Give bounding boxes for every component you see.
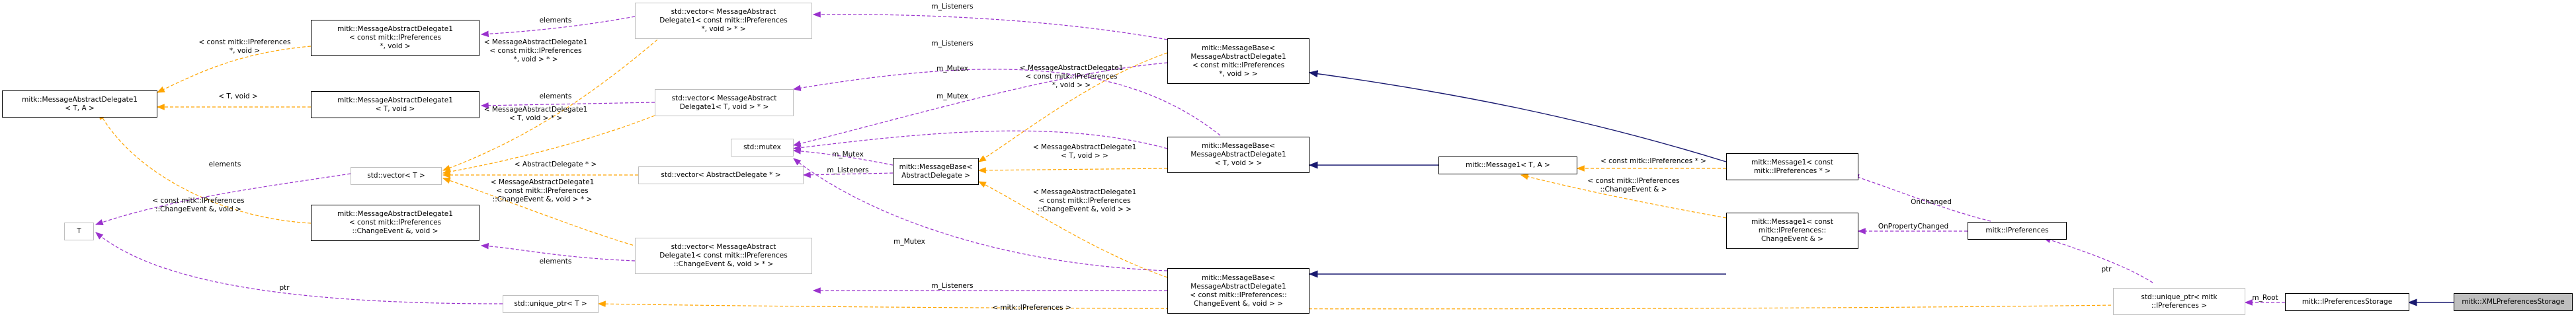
- edge-label-elements: elements: [539, 92, 572, 100]
- edge-label-template-vec-abstract: < AbstractDelegate * >: [514, 160, 597, 168]
- edge-mutex-abstract: [792, 148, 893, 166]
- edge-label-m-root: m_Root: [2252, 294, 2278, 302]
- edge-template-mad-const-ptr: [156, 46, 312, 93]
- edge-label-m-listeners: m_Listeners: [827, 166, 869, 174]
- node-t[interactable]: T: [64, 223, 94, 240]
- edge-template-vec-t-void: [442, 115, 655, 175]
- node-vector-mad-t-void[interactable]: std::vector< MessageAbstract Delegate1< …: [655, 89, 794, 116]
- node-mad-const-ipreferences-ptr[interactable]: mitk::MessageAbstractDelegate1 < const m…: [311, 20, 479, 56]
- node-message1-changeevent[interactable]: mitk::Message1< const mitk::IPreferences…: [1726, 213, 1858, 249]
- edge-ptr-t: [95, 232, 503, 304]
- edge-template-mb-changeevent: [977, 181, 1168, 278]
- node-messagebase-changeevent[interactable]: mitk::MessageBase< MessageAbstractDelega…: [1167, 268, 1309, 314]
- node-xml-preferences-storage[interactable]: mitk::XMLPreferencesStorage: [2454, 293, 2573, 311]
- edge-label-m-mutex: m_Mutex: [936, 92, 968, 100]
- edge-onchanged: [1850, 174, 1991, 222]
- edge-listeners-const-ptr: [812, 11, 1168, 40]
- edge-label-template-mb-changeevent: < MessageAbstractDelegate1 < const mitk:…: [1032, 188, 1137, 213]
- edge-label-onchanged: OnChanged: [1911, 198, 1952, 206]
- node-mad-t-void[interactable]: mitk::MessageAbstractDelegate1 < T, void…: [311, 91, 479, 118]
- node-messagebase-const-ptr[interactable]: mitk::MessageBase< MessageAbstractDelega…: [1167, 38, 1309, 84]
- edge-mutex-t-void: [792, 130, 1168, 151]
- edge-label-template-mb-t-void: < MessageAbstractDelegate1 < T, void > >: [1032, 143, 1137, 160]
- edge-label-template-vec-t-void: < MessageAbstractDelegate1 < T, void > *…: [483, 106, 588, 122]
- edge-elements-t-void: [480, 102, 655, 109]
- edge-listeners-abstract: [802, 171, 893, 178]
- edge-label-template-t-void: < T, void >: [218, 92, 258, 100]
- edge-elements-t: [95, 173, 351, 225]
- edge-label-onpropertychanged: OnPropertyChanged: [1878, 223, 1949, 230]
- edge-label-template-message1-const-ptr: < const mitk::IPreferences * >: [1600, 157, 1706, 165]
- edge-listeners-t-void: [792, 69, 1221, 136]
- edge-mutex-const-ptr: [792, 62, 1168, 147]
- edge-label-m-mutex: m_Mutex: [936, 65, 968, 73]
- edge-label-m-listeners: m_Listeners: [931, 282, 974, 290]
- node-unique-ptr-ipreferences[interactable]: std::unique_ptr< mitk ::IPreferences >: [2113, 288, 2245, 315]
- node-ipreferences-storage[interactable]: mitk::IPreferencesStorage: [2285, 293, 2409, 311]
- edge-label-ptr: ptr: [2101, 265, 2112, 273]
- edge-label-template-changeevent: < const mitk::IPreferences ::ChangeEvent…: [152, 197, 245, 213]
- node-vector-mad-changeevent[interactable]: std::vector< MessageAbstract Delegate1< …: [635, 238, 812, 274]
- edge-template-uptr: [597, 300, 2117, 310]
- edge-label-template-const-ptr: < const mitk::IPreferences *, void >: [198, 38, 291, 55]
- edge-label-elements: elements: [539, 17, 572, 24]
- node-std-vector-t[interactable]: std::vector< T >: [351, 167, 442, 185]
- edge-template-message1-changeevent: [1520, 173, 1727, 219]
- node-messagebase-abstract-delegate[interactable]: mitk::MessageBase< AbstractDelegate >: [893, 158, 979, 185]
- edge-label-m-mutex: m_Mutex: [832, 151, 864, 158]
- node-vector-mad-const-ptr[interactable]: std::vector< MessageAbstract Delegate1< …: [635, 3, 812, 39]
- node-ipreferences[interactable]: mitk::IPreferences: [1968, 222, 2067, 240]
- node-mad-changeevent[interactable]: mitk::MessageAbstractDelegate1 < const m…: [311, 205, 479, 241]
- node-std-mutex[interactable]: std::mutex: [731, 139, 794, 157]
- edge-label-template-mb-const-ptr: < MessageAbstractDelegate1 < const mitk:…: [1019, 64, 1124, 89]
- node-message1-const-ipreferences-ptr[interactable]: mitk::Message1< const mitk::IPreferences…: [1726, 153, 1858, 180]
- edge-label-ptr: ptr: [279, 284, 290, 292]
- node-messagebase-t-void[interactable]: mitk::MessageBase< MessageAbstractDelega…: [1167, 137, 1309, 173]
- edge-label-template-message1-changeevent: < const mitk::IPreferences ::ChangeEvent…: [1587, 177, 1680, 193]
- edge-ptr-ipreferences: [2042, 236, 2153, 283]
- edge-label-m-listeners: m_Listeners: [931, 40, 974, 48]
- edge-elements-const-ptr: [480, 16, 636, 38]
- edge-template-mb-const-ptr: [977, 52, 1168, 162]
- node-message1-t-a[interactable]: mitk::Message1< T, A >: [1438, 157, 1577, 174]
- edge-label-template-uptr: < mitk::IPreferences >: [992, 304, 1071, 312]
- edge-inherit-message1-const-ptr: [1308, 70, 1727, 162]
- edge-label-m-listeners: m_Listeners: [931, 3, 974, 11]
- edge-label-m-mutex: m_Mutex: [893, 238, 925, 246]
- edge-template-mad-changeevent: [99, 111, 312, 224]
- node-vector-abstract-delegate[interactable]: std::vector< AbstractDelegate * >: [638, 166, 804, 184]
- edge-label-template-vec-const-ptr: < MessageAbstractDelegate1 < const mitk:…: [483, 38, 588, 63]
- edge-elements-changeevent: [480, 242, 636, 262]
- edge-label-template-vec-changeevent: < MessageAbstractDelegate1 < const mitk:…: [490, 178, 595, 203]
- edge-label-elements: elements: [539, 258, 572, 265]
- edge-mutex-changeevent: [793, 158, 1168, 271]
- edge-template-mb-t-void: [977, 167, 1168, 174]
- node-std-unique-ptr-t[interactable]: std::unique_ptr< T >: [503, 295, 599, 313]
- node-message-abstract-delegate1-t-a[interactable]: mitk::MessageAbstractDelegate1 < T, A >: [2, 90, 157, 118]
- edge-template-vec-changeevent: [442, 177, 649, 250]
- edge-template-vec-const-ptr: [442, 36, 662, 171]
- edge-label-elements: elements: [208, 160, 241, 168]
